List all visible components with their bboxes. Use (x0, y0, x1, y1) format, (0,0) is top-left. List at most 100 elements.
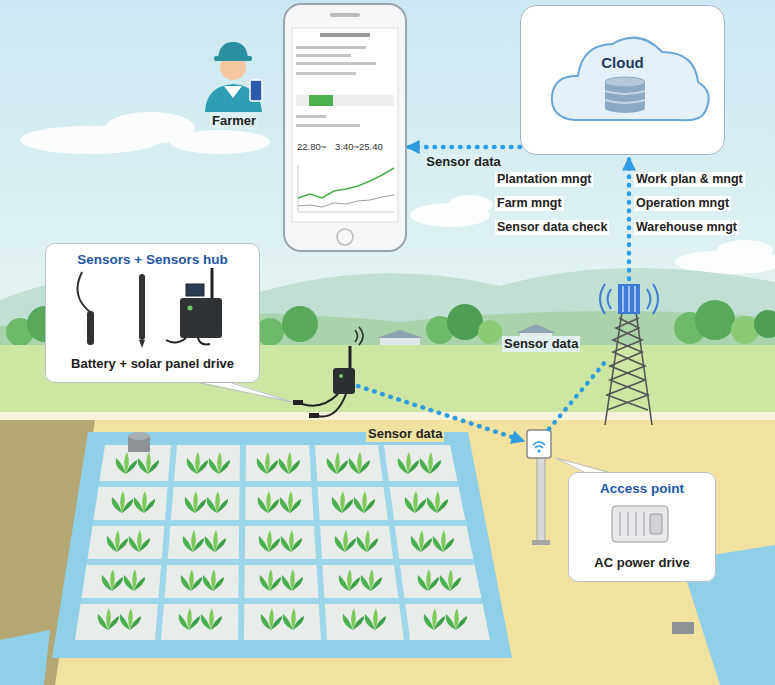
smartphone-screen-graphics-part (296, 54, 351, 57)
smartphone-screen-graphics-part (296, 115, 326, 118)
radio-tower-part-part (608, 289, 612, 309)
access-point-callout: Access point AC power drive (568, 472, 716, 582)
rice-plants-part (116, 452, 159, 474)
radio-tower-part-part (653, 284, 658, 314)
function-label: Warehouse mngt (634, 220, 739, 235)
sensors-callout: Sensors + Sensors hubBattery + solar pan… (45, 243, 260, 383)
access-point-pole-part (537, 456, 545, 542)
trees-part (447, 304, 483, 340)
rice-field-part-part (381, 445, 407, 640)
trees-part (478, 320, 502, 344)
data-flow-path-part (627, 158, 632, 279)
sensor-devices-part (211, 268, 214, 300)
field-sensor-hub-part (339, 374, 343, 378)
trees-part (754, 310, 775, 338)
field-sensor-hub-part (355, 327, 363, 345)
access-point-device-part (650, 514, 662, 534)
smartphone-screen-graphics-part (296, 62, 376, 65)
access-point-device-part-part (643, 512, 645, 536)
rice-plants-part (185, 491, 228, 513)
field-sensor-hub-part (309, 413, 319, 418)
node-heading: Sensors + Sensors hub (77, 252, 227, 268)
cloud-panel (520, 5, 725, 155)
ground-part (0, 630, 50, 685)
rice-plants-part (259, 530, 302, 552)
sensor-devices-part (78, 272, 91, 312)
access-point-pole-part (532, 540, 550, 545)
radio-tower-part-part (607, 318, 648, 410)
rice-plants-part (98, 608, 141, 630)
rice-field-part-part (158, 445, 174, 640)
access-point-pole (527, 430, 551, 545)
sensor-devices-part (180, 298, 222, 338)
sensors-callout-bg-part (200, 382, 292, 402)
radio-tower-part (600, 284, 658, 314)
node-heading: 22.80~ (297, 141, 326, 152)
rice-plants-part (102, 569, 145, 591)
radio-tower (600, 284, 658, 425)
rice-plants-part (258, 491, 301, 513)
access-point-pole-part-part (535, 446, 543, 448)
field-sensor-hub-part-part (355, 330, 358, 342)
ground-part (0, 345, 775, 685)
radio-tower-part (605, 312, 652, 425)
node-heading: Access point (600, 481, 684, 497)
rice-plants-part (261, 608, 304, 630)
rice-plants-part (335, 530, 378, 552)
farmer-icon (205, 42, 262, 112)
function-label: Plantation mngt (495, 172, 593, 187)
field-sensor-hub-part-part (302, 394, 338, 406)
rice-field-part (52, 432, 512, 658)
ground-part (0, 412, 775, 420)
cloud-panel-part (520, 5, 725, 155)
rice-field-part-part (241, 445, 243, 640)
cloud-box: Cloud (520, 5, 725, 155)
node-text: Battery + solar panel drive (71, 356, 234, 372)
radio-tower-part (634, 286, 636, 312)
sensors-callout-bg-part (200, 383, 292, 402)
function-label: Work plan & mngt (634, 172, 745, 187)
smartphone-screen-graphics-part (298, 165, 299, 212)
rice-plants-part (183, 530, 226, 552)
rice-plants-part (260, 569, 303, 591)
rice-field-part (75, 445, 490, 640)
rice-field-part-part (93, 520, 466, 526)
field-sensor-hub-part (302, 394, 346, 417)
sensors-callout-bg-part (45, 243, 260, 383)
access-point-device-part (612, 506, 668, 542)
access-point-pole-part (527, 430, 551, 458)
field-sensor-hub-part (293, 400, 303, 405)
field-sensor-hub-part (333, 368, 355, 394)
function-label: Sensor data check (495, 220, 609, 235)
field-sensor-hub-part (349, 346, 352, 370)
radio-tower-part (618, 284, 640, 314)
rice-plants-part (405, 491, 448, 513)
farmer-icon-part (250, 80, 262, 101)
access-point-pole-part (533, 442, 545, 448)
farmer-icon-part (224, 86, 242, 98)
node-text: AC power drive (594, 555, 689, 571)
rice-plants (98, 452, 467, 630)
smartphone-screen-graphics-part (296, 95, 394, 106)
smartphone-screen-graphics-part (298, 168, 394, 198)
water-tank (128, 432, 150, 452)
actor-label: Farmer (210, 113, 258, 129)
houses-part (516, 324, 556, 333)
sensor-devices-part (186, 284, 204, 296)
radio-tower-part-part (607, 318, 648, 410)
sensor-devices-part (139, 274, 145, 340)
radio-tower-part (628, 286, 630, 312)
smartphone-screen-graphics-part (296, 124, 341, 127)
sky-clouds-part (448, 195, 492, 215)
sensor-devices-part (166, 338, 210, 344)
rice-plants-part (179, 608, 222, 630)
data-flow-path (358, 158, 629, 441)
trees-part (256, 318, 284, 346)
rice-plants-part (257, 452, 300, 474)
field-sensor-hub (293, 327, 363, 418)
smartphone: 22.80~3.40~25.40 (283, 3, 407, 252)
sky-clouds-part (170, 130, 270, 154)
sensor-devices-part (188, 306, 193, 311)
